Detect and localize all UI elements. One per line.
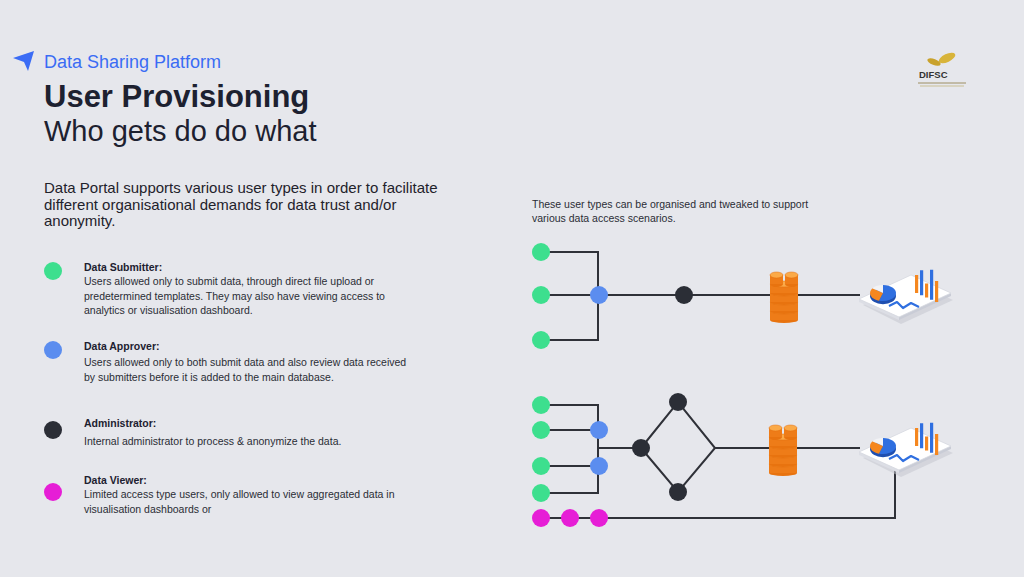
brand-icon: [13, 51, 34, 71]
legend-heading: Data Viewer:: [84, 473, 147, 487]
user-dot: [590, 286, 608, 304]
role-description: Limited access type users, only allowed …: [84, 487, 416, 516]
user-dot: [532, 396, 550, 414]
bar: [915, 275, 918, 293]
user-dot: [532, 457, 550, 475]
pie-chart: [870, 285, 896, 304]
user-dot: [532, 421, 550, 439]
panel: [859, 428, 951, 470]
user-dots: [532, 243, 693, 527]
bar: [935, 434, 938, 455]
user-dot: [669, 483, 687, 501]
line-chart: [889, 302, 919, 308]
user-dot: [590, 457, 608, 475]
cylinder-top: [784, 425, 797, 431]
panel: [859, 275, 951, 317]
bar: [920, 423, 923, 448]
slide-title: User Provisioning: [44, 79, 309, 115]
wire: [541, 405, 598, 493]
legend-swatch: [44, 421, 62, 439]
user-dot: [590, 509, 608, 527]
logo-rule: [920, 86, 964, 87]
user-dot: [561, 509, 579, 527]
cylinder-top: [769, 425, 782, 431]
bar: [935, 281, 938, 302]
wire: [641, 402, 715, 492]
cylinder-top: [785, 272, 798, 278]
pie-slice: [872, 285, 883, 293]
bar: [930, 423, 933, 453]
subtitle: Who gets do do what: [44, 113, 316, 149]
logo-rule: [918, 83, 966, 84]
legend-heading: Administrator:: [84, 416, 156, 430]
user-dot: [532, 331, 550, 349]
user-dot: [532, 286, 550, 304]
pie-slice: [872, 438, 883, 446]
legend-swatch: [44, 341, 62, 359]
legend-swatch: [44, 262, 62, 280]
bar: [915, 428, 918, 446]
logo-mark: [918, 51, 966, 86]
intro-paragraph: Data Portal supports various user types …: [44, 180, 469, 230]
role-description: Internal administrator to process & anon…: [84, 434, 416, 449]
dashboard-icon: [859, 270, 953, 324]
pie-chart: [870, 438, 896, 457]
dashboard-icon: [859, 423, 953, 477]
user-dot: [675, 286, 693, 304]
wires: [541, 252, 895, 518]
user-dot: [532, 243, 550, 261]
role-description: Users allowed only to submit data, throu…: [84, 274, 416, 318]
user-dot: [590, 421, 608, 439]
database-icon: [770, 272, 798, 323]
logo-leaf: [926, 57, 941, 67]
bar: [920, 270, 923, 295]
database-icon: [769, 425, 797, 476]
user-dot: [532, 509, 550, 527]
scenario-note: These user types can be organised and tw…: [532, 197, 817, 225]
legend-heading: Data Approver:: [84, 339, 159, 353]
cylinder-top: [770, 272, 783, 278]
brand-name: Data Sharing Platform: [44, 51, 221, 73]
user-dot: [532, 484, 550, 502]
legend-heading: Data Submitter:: [84, 260, 162, 274]
legend-swatch: [44, 483, 62, 501]
role-description: Users allowed only to both submit data a…: [84, 355, 416, 384]
wire: [541, 294, 860, 296]
user-dot: [632, 439, 650, 457]
user-dot: [669, 393, 687, 411]
bar: [925, 437, 928, 451]
line-chart: [889, 455, 919, 461]
bar: [925, 284, 928, 298]
bar: [930, 270, 933, 300]
logo-text: DIFSC: [919, 69, 948, 80]
